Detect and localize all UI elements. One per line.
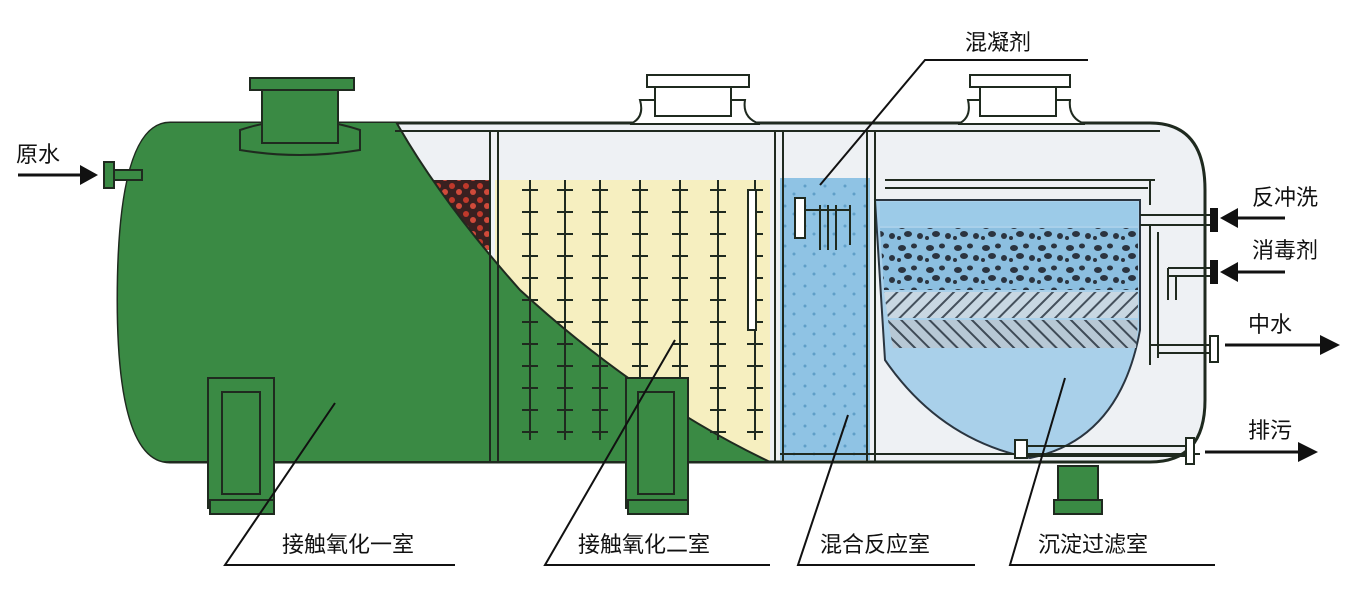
label-backwash: 反冲洗 — [1252, 186, 1318, 211]
support-leg-right — [1054, 466, 1102, 514]
label-disinfectant: 消毒剂 — [1252, 239, 1318, 264]
label-chamber-4: 沉淀过滤室 — [1038, 533, 1148, 558]
manhole-1 — [240, 78, 360, 155]
filter-sand-layer-1 — [884, 292, 1138, 318]
manhole-3 — [958, 75, 1085, 124]
chamber-3-water — [780, 178, 870, 460]
filter-gravel-layer — [880, 228, 1138, 290]
filter-sand-layer-2 — [888, 320, 1138, 348]
filter-top-water — [880, 202, 1138, 226]
outlet-flange — [1210, 336, 1218, 362]
collector-pipe — [748, 190, 756, 330]
label-raw-water: 原水 — [16, 143, 60, 168]
label-reclaimed-water: 中水 — [1248, 313, 1292, 338]
label-coagulant: 混凝剂 — [965, 31, 1031, 56]
manhole-2 — [630, 75, 760, 124]
label-chamber-2: 接触氧化二室 — [578, 533, 710, 558]
label-sewage-discharge: 排污 — [1248, 419, 1292, 444]
support-leg-middle — [626, 378, 688, 514]
backwash-valve — [1210, 208, 1218, 232]
support-leg-left — [208, 378, 274, 514]
label-chamber-1: 接触氧化一室 — [282, 533, 414, 558]
label-chamber-3: 混合反应室 — [820, 533, 930, 558]
disinfectant-valve — [1210, 260, 1218, 284]
